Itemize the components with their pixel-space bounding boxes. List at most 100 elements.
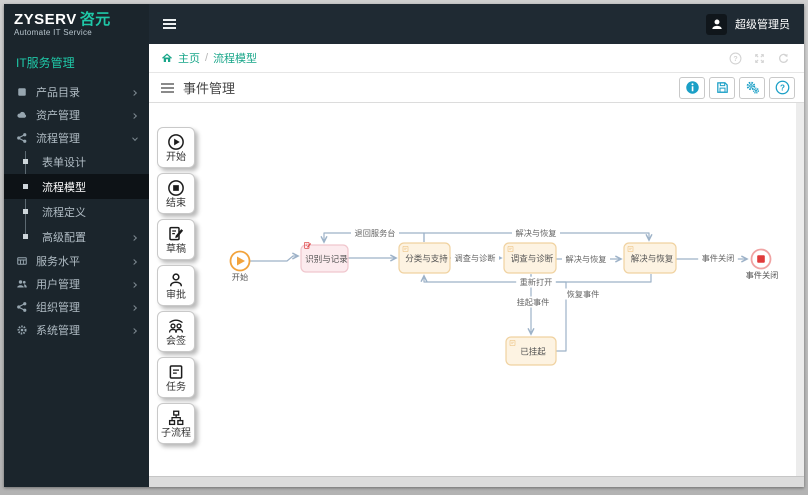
sidebar-item-label: 资产管理 [36, 109, 80, 122]
edge-label-bg [351, 227, 399, 239]
palette-item-task[interactable]: 任务 [157, 357, 195, 398]
sidebar-item-table-3[interactable]: 服务水平 [4, 249, 149, 272]
help-icon[interactable] [729, 52, 742, 65]
edge-label: 退回服务台 [355, 228, 396, 238]
palette-item-label: 任务 [166, 381, 186, 393]
bottom-strip [149, 476, 804, 487]
box-icon [16, 86, 28, 98]
sidebar-subitem[interactable]: 表单设计 [4, 149, 149, 174]
sidebar-item-label: 流程管理 [36, 132, 80, 145]
breadcrumb-home[interactable]: 主页 [178, 53, 200, 65]
sidebar-item-users-4[interactable]: 用户管理 [4, 272, 149, 295]
flow-node-start[interactable]: 开始 [229, 250, 251, 283]
play-icon [167, 133, 185, 151]
modeler-canvas[interactable]: 调查与诊断解决与恢复事件关闭退回服务台解决与恢复重新打开恢复事件挂起事件开始识别… [149, 103, 804, 476]
flow-node-identify[interactable]: 识别与记录 [300, 241, 349, 273]
share-icon [16, 132, 28, 144]
vertical-scrollbar[interactable] [796, 103, 804, 476]
home-icon[interactable] [161, 52, 173, 64]
edge-label-bg [563, 288, 603, 300]
info-icon [685, 80, 700, 95]
draft-icon [167, 225, 185, 243]
sidebar-subitem-label: 流程定义 [42, 206, 86, 219]
sidebar-item-share-5[interactable]: 组织管理 [4, 295, 149, 318]
shape-palette: 开始结束草稿审批会签任务子流程 [157, 127, 195, 444]
play-icon [237, 256, 245, 266]
palette-item-draft[interactable]: 草稿 [157, 219, 195, 260]
chevron-right-icon [131, 258, 139, 266]
palette-item-label: 结束 [166, 197, 186, 209]
logo-brand-text: ZYSERV [14, 10, 77, 28]
sidebar-subitem-active[interactable]: 流程模型 [4, 174, 149, 199]
node-label: 已挂起 [520, 347, 546, 357]
sidebar-subitem-label: 高级配置 [42, 231, 86, 244]
sidebar-item-label: 产品目录 [36, 86, 80, 99]
palette-item-label: 草稿 [166, 243, 186, 255]
chevron-right-icon [131, 112, 139, 120]
sidebar-menu: 产品目录资产管理流程管理表单设计流程模型流程定义高级配置服务水平用户管理组织管理… [4, 80, 149, 341]
node-label: 调查与诊断 [511, 254, 554, 264]
save-button[interactable] [709, 76, 735, 99]
user-menu[interactable]: 超级管理员 [706, 4, 804, 44]
sidebar-subitem-label: 流程模型 [42, 181, 86, 194]
sidebar-item-cloud-1[interactable]: 资产管理 [4, 103, 149, 126]
palette-item-stop[interactable]: 结束 [157, 173, 195, 214]
edge-label-bg [512, 227, 560, 239]
workflow-diagram[interactable]: 调查与诊断解决与恢复事件关闭退回服务台解决与恢复重新打开恢复事件挂起事件开始识别… [149, 103, 796, 476]
edge-label-bg [451, 252, 499, 264]
flow-node-investigate[interactable]: 调查与诊断 [503, 242, 557, 274]
sidebar-toggle-icon[interactable] [163, 4, 176, 44]
toolbar-buttons [679, 76, 795, 99]
node-label: 开始 [232, 272, 248, 282]
palette-item-people[interactable]: 会签 [157, 311, 195, 352]
sidebar-subitem[interactable]: 高级配置 [4, 224, 149, 249]
help-icon [775, 80, 790, 95]
logo-brand-suffix: 咨元 [79, 10, 111, 28]
palette-item-sitemap[interactable]: 子流程 [157, 403, 195, 444]
flow-node-end[interactable]: 事件关闭 [746, 248, 779, 281]
flow-node-suspended[interactable]: 已挂起 [505, 336, 557, 366]
node-label: 分类与支持 [405, 254, 448, 264]
logo-subtitle: Automate IT Service [14, 27, 93, 37]
chevron-right-icon [131, 327, 139, 335]
edge-label: 事件关闭 [702, 253, 735, 263]
user-name: 超级管理员 [735, 19, 790, 31]
breadcrumb: 主页 / 流程模型 [161, 50, 257, 66]
help-icon [729, 52, 742, 65]
sidebar-title: IT服务管理 [16, 56, 75, 70]
flow-node-classify[interactable]: 分类与支持 [398, 242, 451, 274]
palette-item-person[interactable]: 审批 [157, 265, 195, 306]
expand-icon[interactable] [753, 52, 766, 65]
table-icon [16, 255, 28, 267]
gears-button[interactable] [739, 76, 765, 99]
sidebar-item-gear-6[interactable]: 系统管理 [4, 318, 149, 341]
help-button[interactable] [769, 76, 795, 99]
node-label: 事件关闭 [746, 270, 779, 280]
palette-item-label: 子流程 [161, 427, 191, 439]
toolbar-menu-icon[interactable] [161, 82, 174, 93]
task-icon [167, 363, 185, 381]
sidebar: IT服务管理 产品目录资产管理流程管理表单设计流程模型流程定义高级配置服务水平用… [4, 44, 149, 487]
palette-item-play[interactable]: 开始 [157, 127, 195, 168]
flow-node-resolve[interactable]: 解决与恢复 [623, 242, 677, 274]
sidebar-item-label: 组织管理 [36, 301, 80, 314]
refresh-icon[interactable] [777, 52, 790, 65]
sidebar-subitem-label: 表单设计 [42, 156, 86, 169]
chevron-right-icon [131, 304, 139, 312]
sidebar-item-box-0[interactable]: 产品目录 [4, 80, 149, 103]
stop-icon [167, 179, 185, 197]
edge-label: 解决与恢复 [566, 254, 607, 264]
breadcrumb-actions [729, 52, 794, 65]
node-label: 解决与恢复 [631, 254, 674, 264]
refresh-icon [777, 52, 790, 65]
sidebar-subitem[interactable]: 流程定义 [4, 199, 149, 224]
sidebar-item-share-2[interactable]: 流程管理 [4, 126, 149, 149]
share-icon [16, 301, 28, 313]
users-icon [16, 278, 28, 290]
person-icon [167, 271, 185, 289]
info-button[interactable] [679, 76, 705, 99]
chevron-right-icon [131, 89, 139, 97]
edge-label-bg [516, 276, 556, 288]
